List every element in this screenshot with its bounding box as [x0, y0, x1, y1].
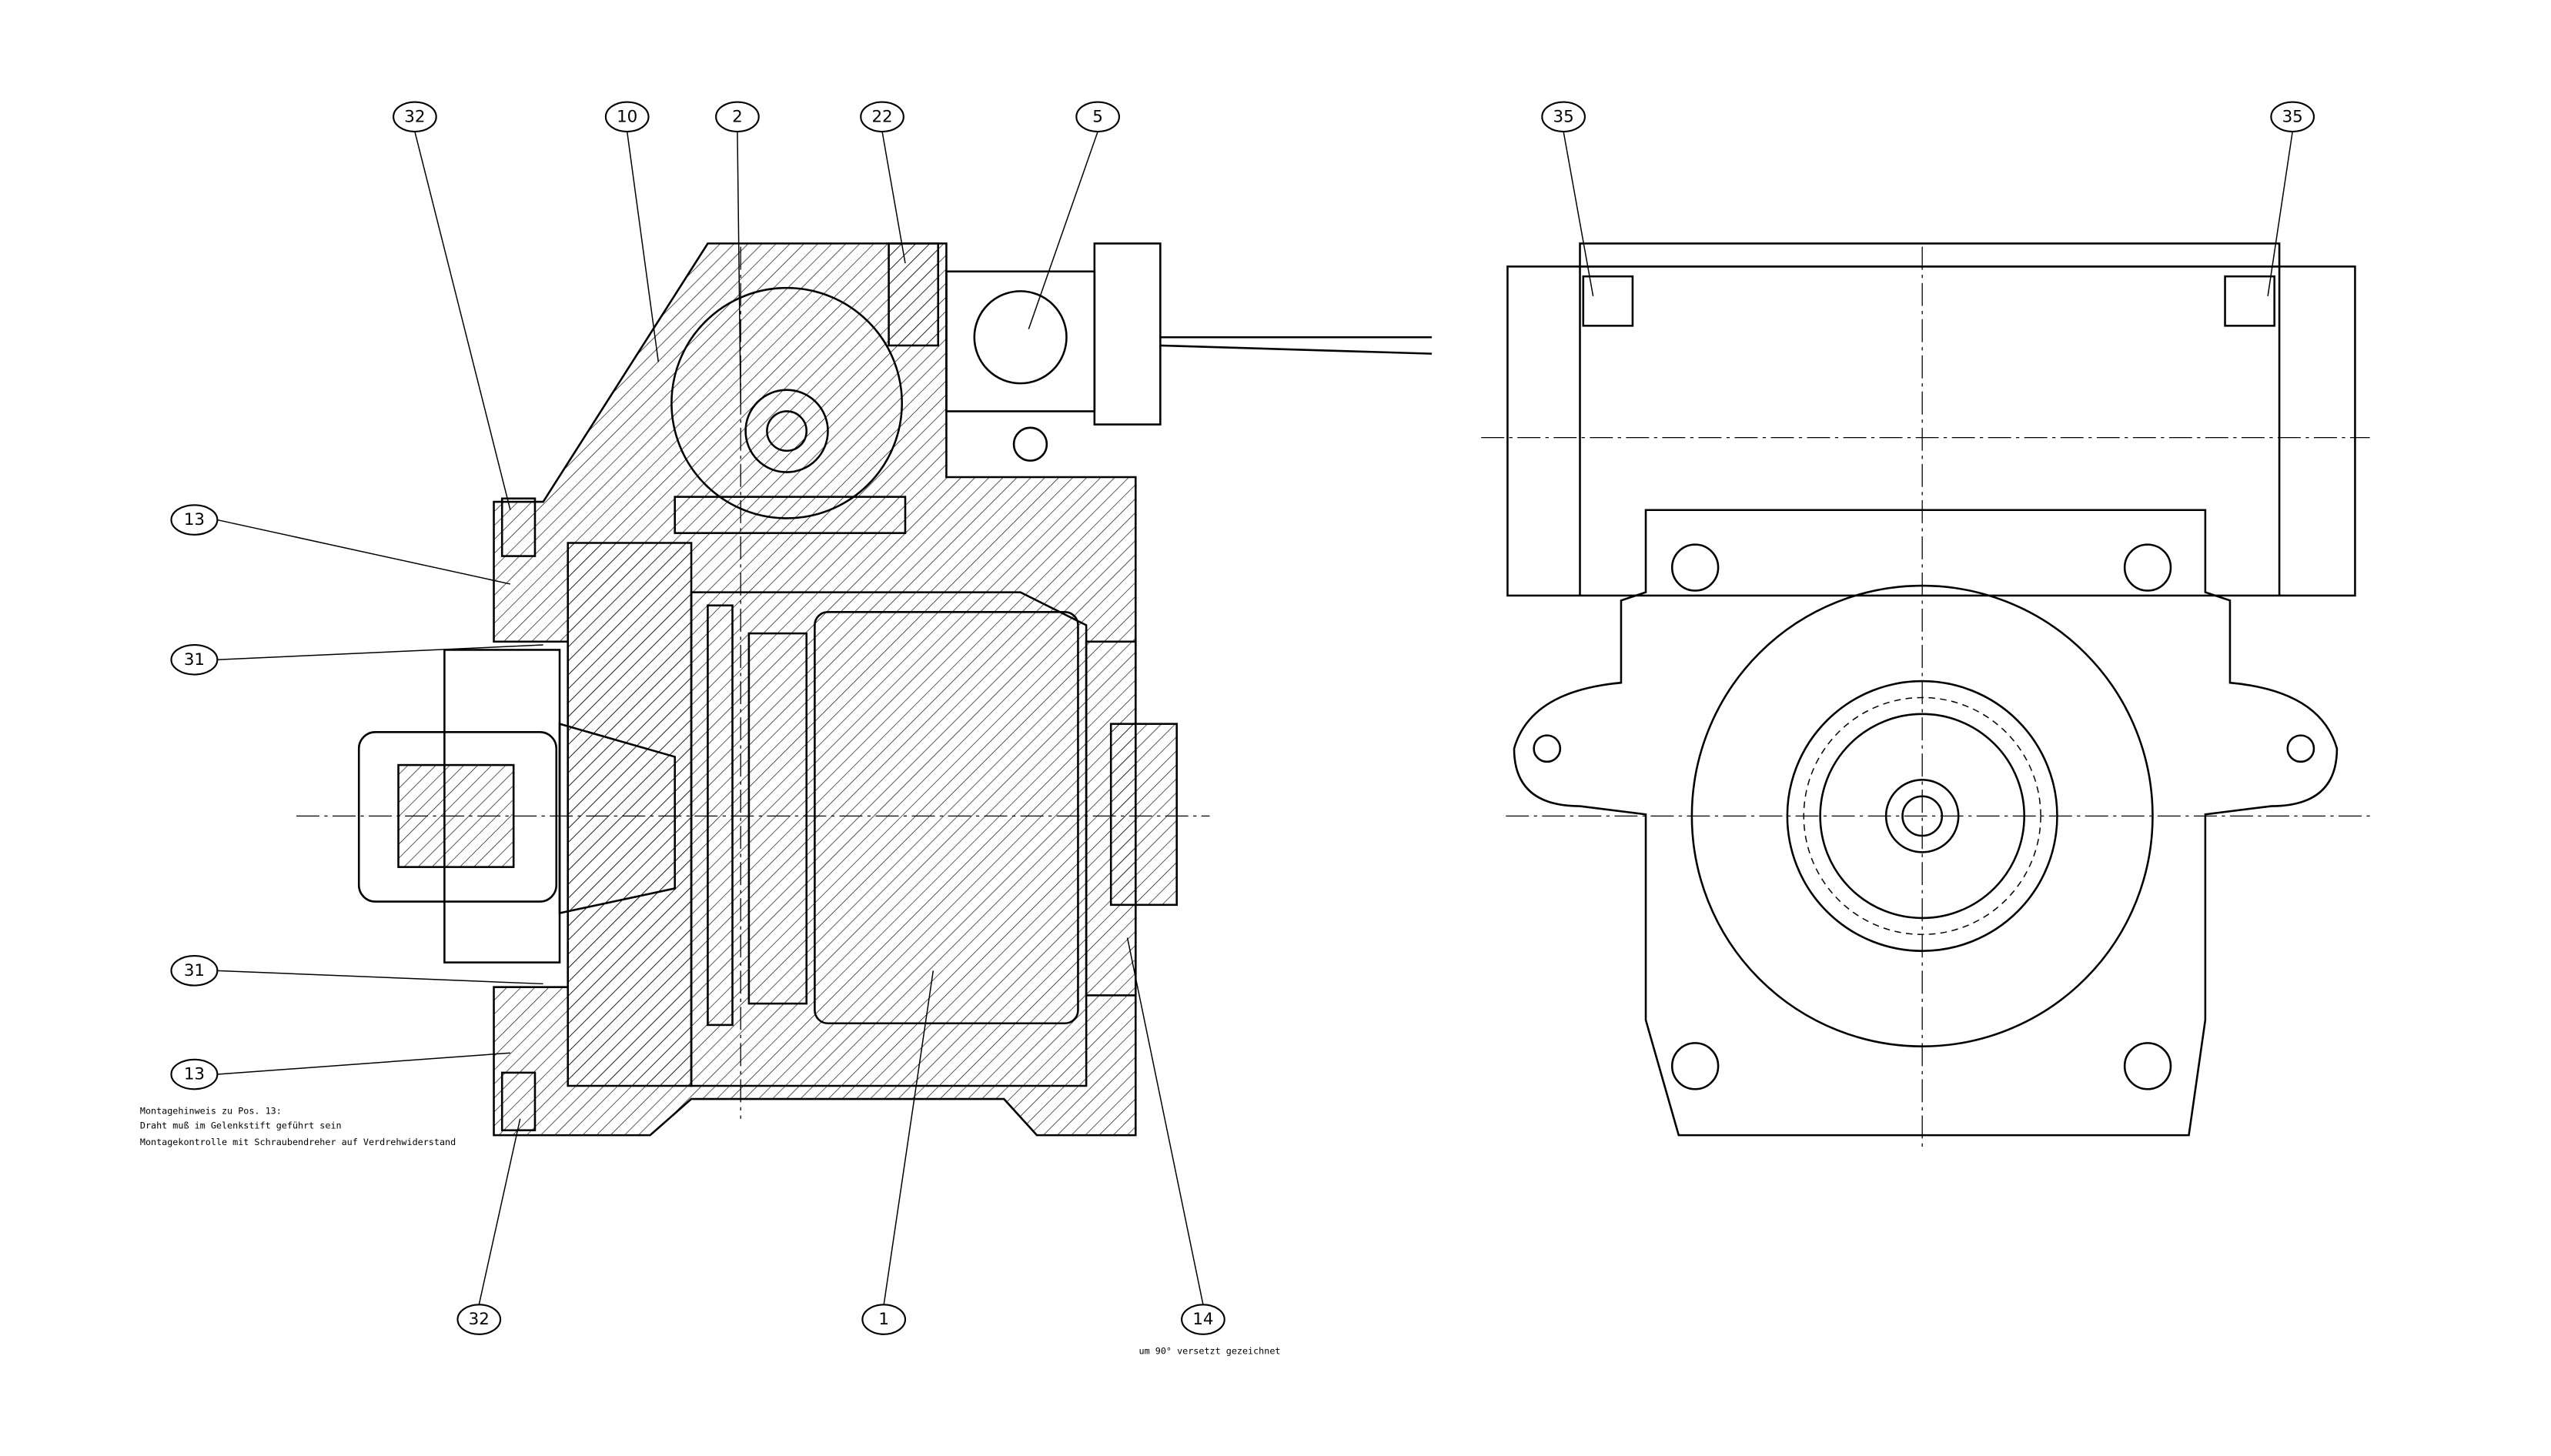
svg-text:35: 35 [2282, 107, 2303, 126]
balloon-5: 5 [1075, 101, 1120, 133]
svg-text:13: 13 [184, 510, 205, 529]
svg-text:13: 13 [184, 1065, 205, 1084]
section-view [296, 242, 1433, 1137]
svg-text:14: 14 [1192, 1310, 1213, 1329]
balloon-22: 22 [860, 101, 904, 133]
svg-text:10: 10 [617, 107, 637, 126]
svg-text:5: 5 [1092, 107, 1103, 126]
balloon-13-top: 13 [170, 504, 219, 536]
balloon-31-bottom: 31 [170, 955, 219, 987]
svg-text:2: 2 [732, 107, 743, 126]
balloon-10: 10 [604, 101, 650, 133]
balloon-1: 1 [861, 1304, 907, 1335]
svg-text:1: 1 [878, 1310, 889, 1329]
view-rotation-note: um 90° versetzt gezeichnet [1139, 1345, 1281, 1356]
svg-text:22: 22 [871, 107, 892, 126]
balloon-14: 14 [1181, 1304, 1225, 1335]
balloon-31-top: 31 [170, 643, 219, 676]
svg-text:32: 32 [469, 1310, 490, 1329]
balloon-13-bottom: 13 [170, 1058, 219, 1090]
svg-text:35: 35 [1553, 107, 1574, 126]
end-view [1481, 242, 2370, 1152]
svg-text:31: 31 [184, 961, 205, 980]
svg-text:32: 32 [404, 107, 425, 126]
balloon-2: 2 [715, 101, 760, 133]
assembly-note-line-3: Montagekontrolle mit Schraubendreher auf… [140, 1137, 456, 1147]
balloon-32-top: 32 [393, 101, 437, 133]
leader-lines [217, 131, 2293, 1305]
assembly-note-title: Montagehinweis zu Pos. 13: [140, 1105, 282, 1116]
balloon-32-bottom: 32 [456, 1304, 502, 1335]
balloon-35-right: 35 [2270, 101, 2315, 133]
assembly-note-line-2: Draht muß im Gelenkstift geführt sein [140, 1120, 342, 1131]
svg-text:31: 31 [184, 650, 205, 670]
balloon-35-left: 35 [1541, 101, 1586, 133]
